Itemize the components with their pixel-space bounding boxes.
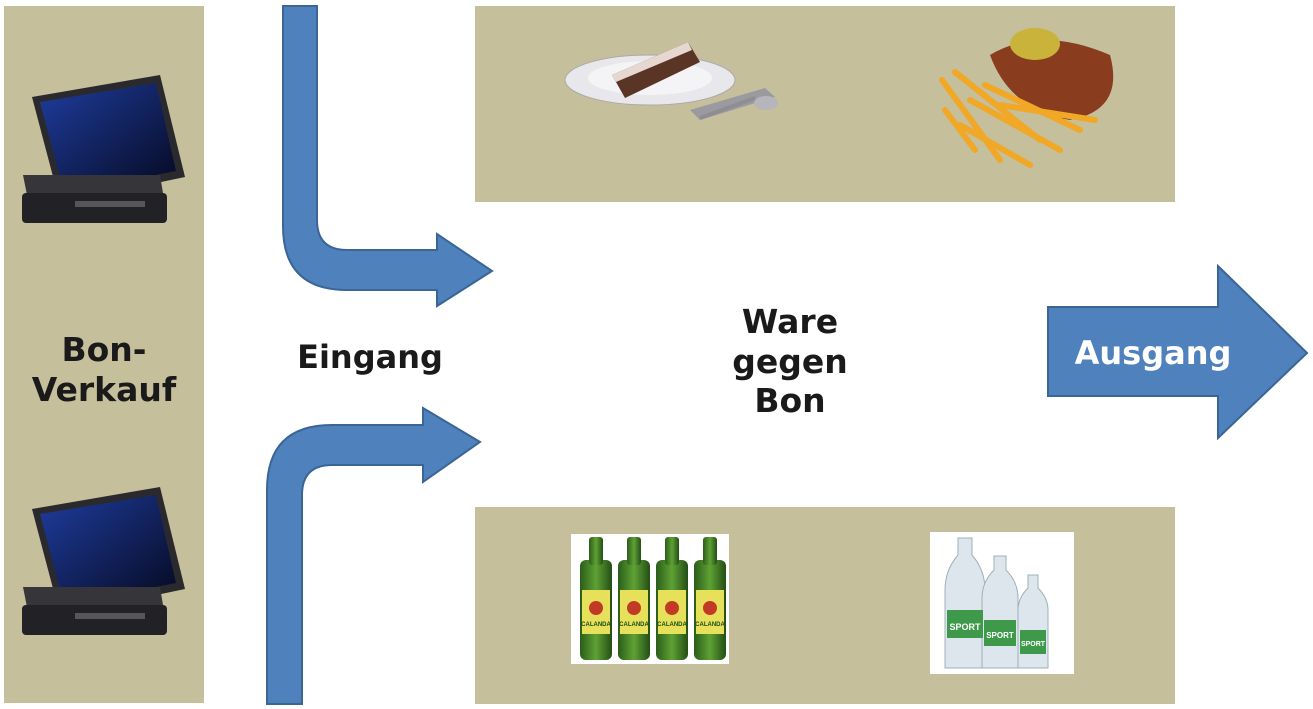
pos-terminal-icon-top bbox=[22, 75, 185, 223]
pos-sales-label-line1: Bon- bbox=[61, 330, 147, 369]
exit-arrow bbox=[1047, 263, 1309, 441]
exit-label: Ausgang bbox=[1074, 334, 1232, 372]
pos-sales-label: Bon- Verkauf bbox=[4, 330, 204, 409]
goods-label-line1: Ware bbox=[741, 302, 839, 341]
pos-terminal-icon-bottom bbox=[22, 487, 185, 635]
goods-for-voucher-label: Ware gegen Bon bbox=[690, 302, 890, 421]
entrance-label: Eingang bbox=[297, 338, 443, 376]
fries-schnitzel-icon bbox=[939, 28, 1114, 168]
water-brand-text: SPORT bbox=[986, 631, 1014, 640]
water-bottles-icon bbox=[930, 532, 1074, 674]
entrance-arrow-bottom bbox=[266, 406, 482, 705]
cake-plate-icon bbox=[564, 42, 778, 120]
beer-brand-text: CALANDA bbox=[657, 622, 687, 628]
entrance-arrow-top bbox=[282, 5, 494, 308]
beer-bottles-icon bbox=[571, 534, 729, 664]
pos-sales-label-line2: Verkauf bbox=[31, 369, 177, 409]
beer-brand-text: CALANDA bbox=[695, 622, 725, 628]
water-brand-text: SPORT bbox=[1021, 641, 1046, 648]
water-brand-text: SPORT bbox=[949, 622, 981, 632]
goods-label-line2: gegen bbox=[732, 341, 848, 381]
goods-label-line3: Bon bbox=[754, 381, 826, 421]
beer-brand-text: CALANDA bbox=[619, 622, 649, 628]
beer-brand-text: CALANDA bbox=[581, 622, 611, 628]
